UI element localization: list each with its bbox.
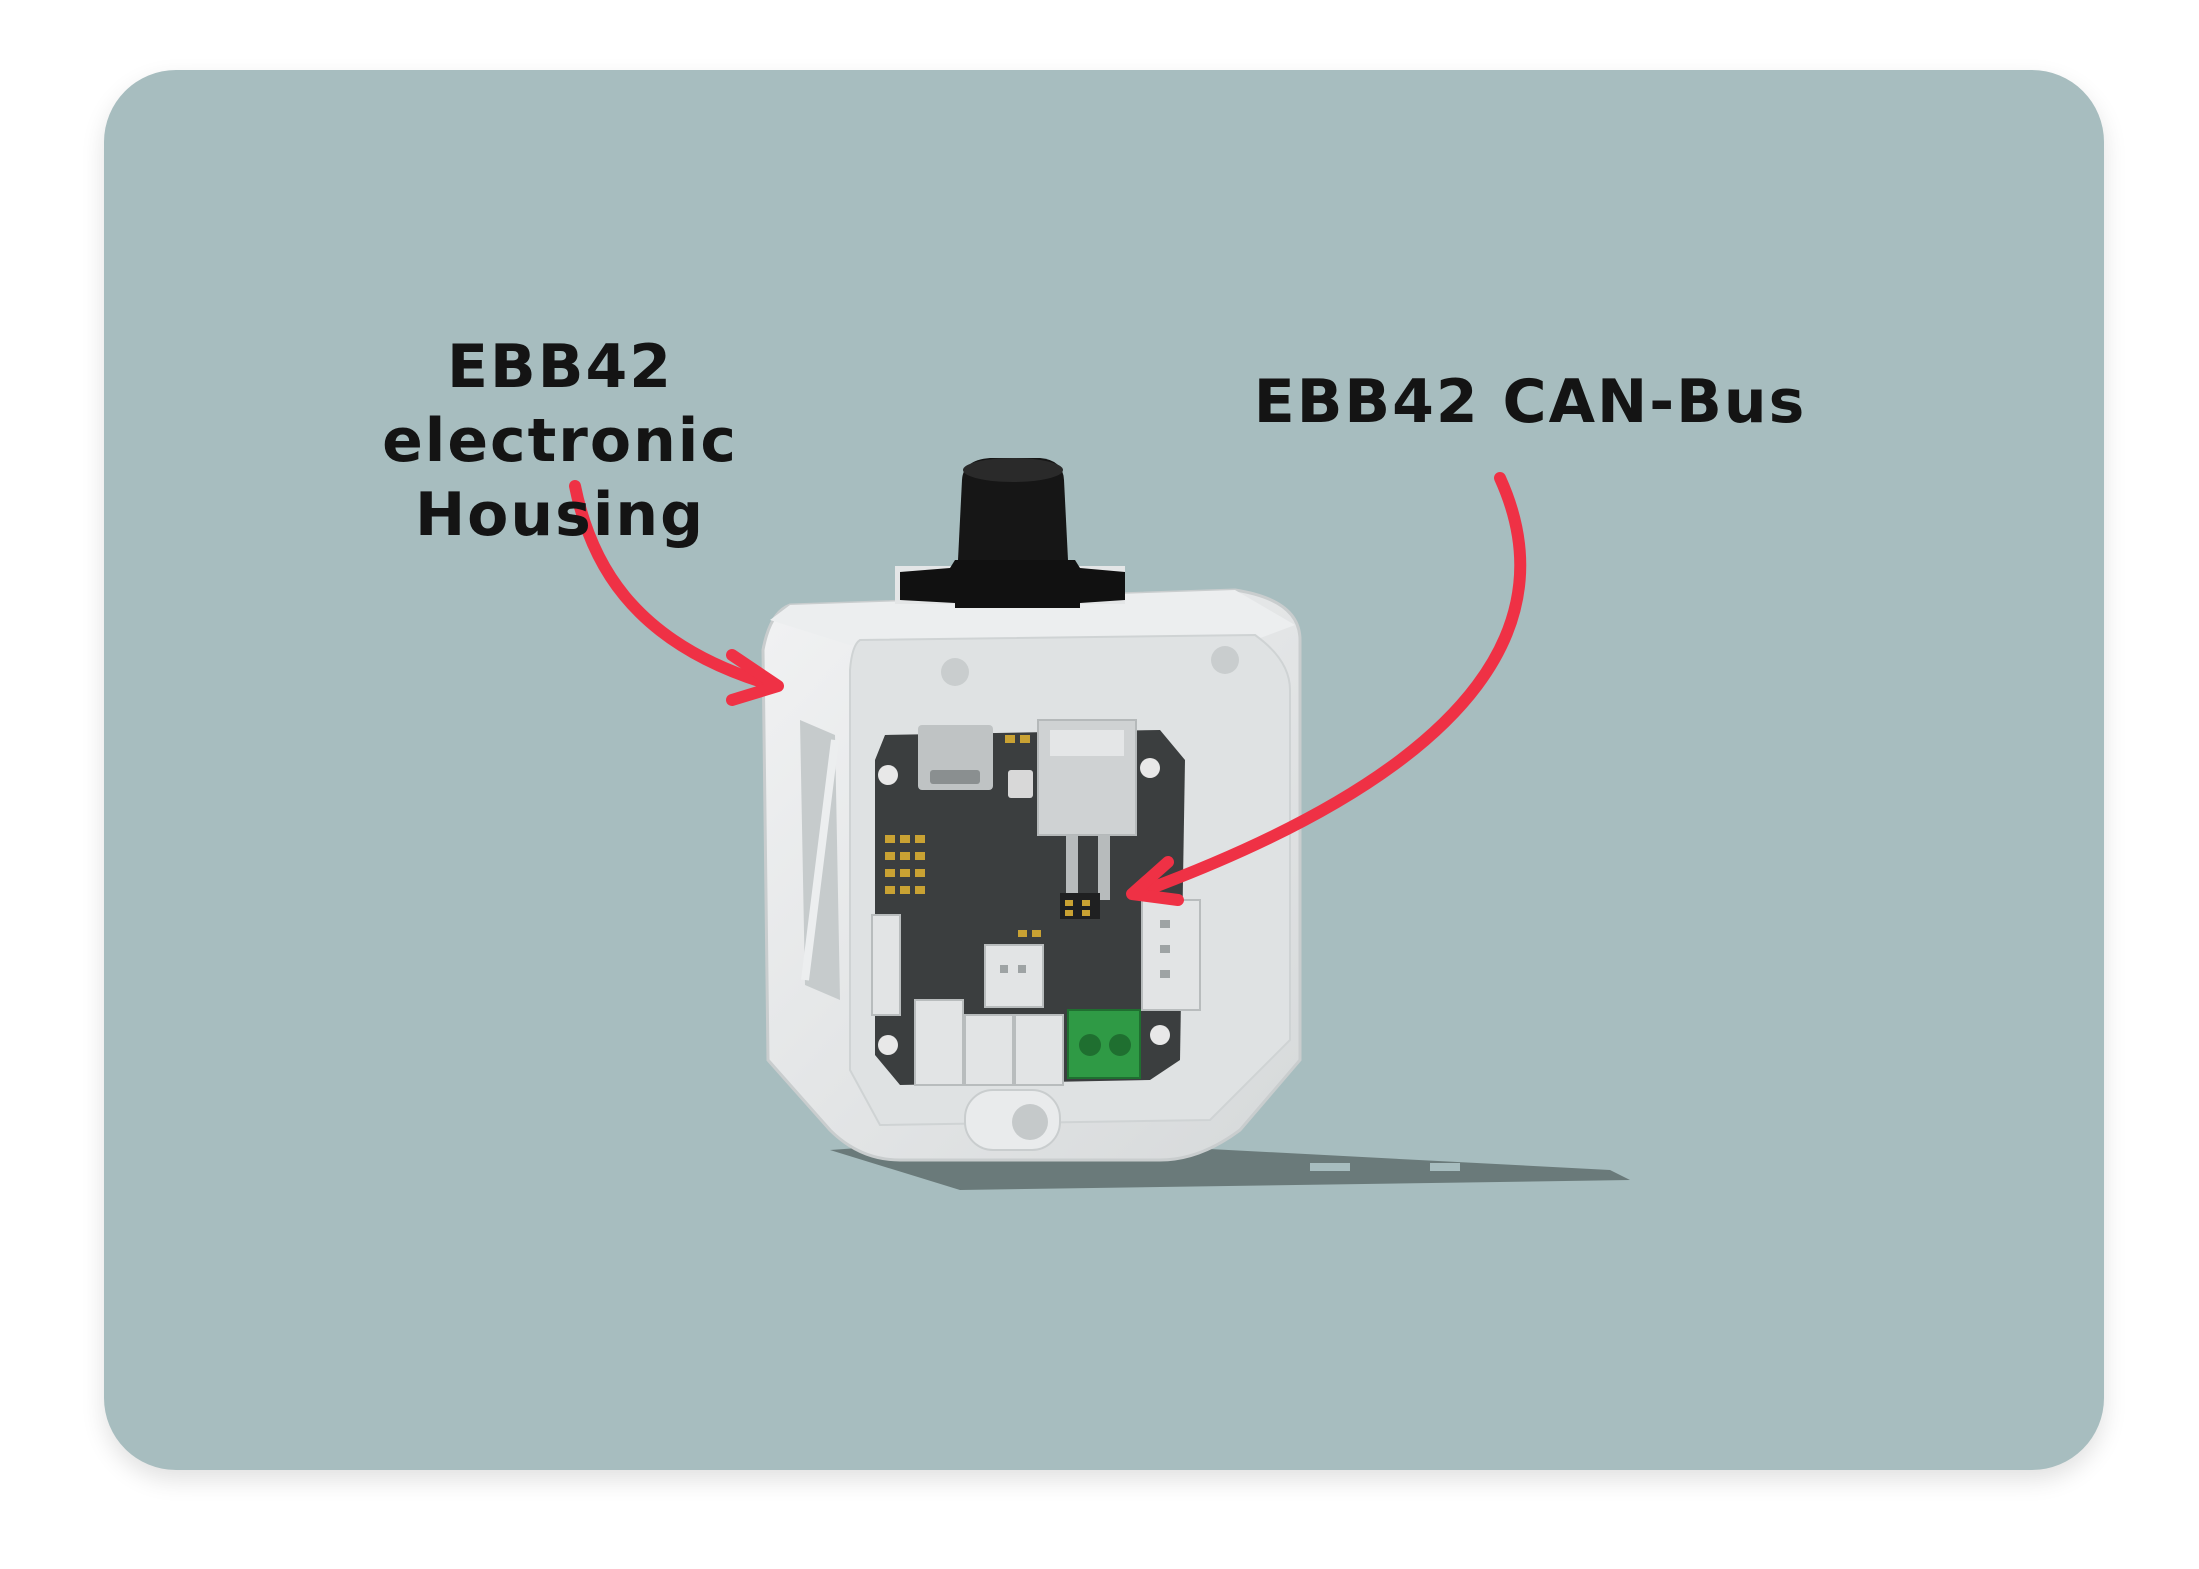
pcb-button — [1150, 1025, 1170, 1045]
mount-hole — [941, 658, 969, 686]
canbus-label: EBB42 CAN-Bus — [1253, 367, 1807, 437]
pcb-button — [878, 765, 898, 785]
shadow-slot — [1310, 1163, 1350, 1171]
housing-label-line2: Housing — [414, 480, 706, 550]
shadow-slot — [1430, 1163, 1460, 1171]
arrow-head-icon — [1126, 856, 1184, 906]
jst-connector-right — [1141, 899, 1201, 1011]
jst-connector-bottom — [1014, 1014, 1064, 1086]
jst-connector-bottom — [914, 999, 964, 1086]
jst-connector-left — [871, 914, 901, 1016]
curved-arrow-icon — [1132, 472, 1527, 899]
knob-base — [900, 560, 1125, 608]
housing-label-line1: EBB42 electronic — [382, 332, 738, 476]
knob-top — [958, 458, 1068, 560]
mount-hole — [1211, 646, 1239, 674]
curved-arrow-icon — [569, 480, 768, 688]
pin-header-left — [885, 835, 925, 894]
jst-connector-bottom — [964, 1014, 1014, 1086]
pcb-button — [878, 1035, 898, 1055]
jst-connector-center — [984, 944, 1044, 1008]
housing-label: EBB42 electronic Housing — [270, 330, 850, 552]
arrow-head-icon — [726, 649, 784, 706]
pcb-button — [1140, 758, 1160, 778]
